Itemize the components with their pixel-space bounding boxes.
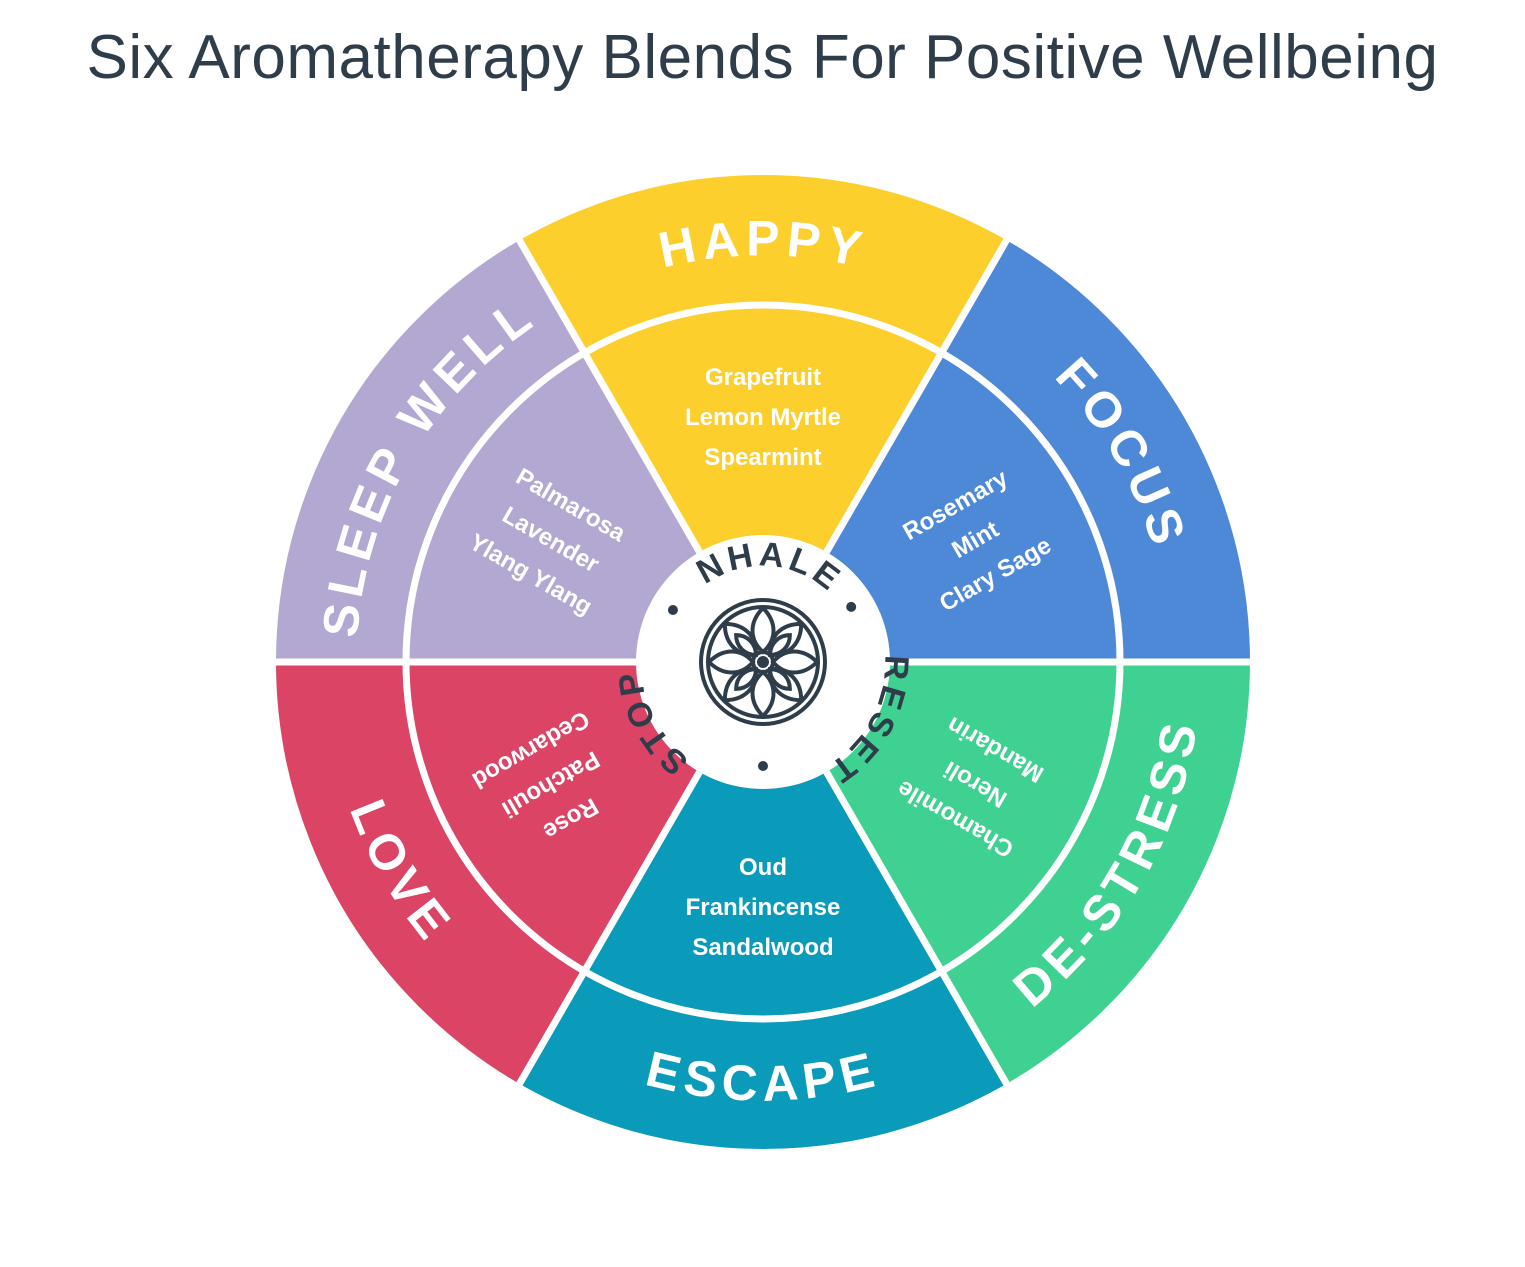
oil-name: Lemon Myrtle <box>685 404 841 431</box>
inner-divider <box>581 770 703 973</box>
outer-divider <box>938 235 1012 355</box>
ring-dividers <box>273 173 1253 1151</box>
outer-divider <box>938 969 1012 1089</box>
oil-name: Sandalwood <box>692 934 833 961</box>
oil-name: Oud <box>739 854 787 881</box>
outer-segment-sleep-well <box>275 239 585 662</box>
inner-divider <box>823 770 945 973</box>
outer-divider <box>514 969 588 1089</box>
center-separator-dot <box>667 605 678 615</box>
outer-ring <box>275 174 1251 1150</box>
page-title: Six Aromatherapy Blends For Positive Wel… <box>86 23 1439 92</box>
outer-segment-happy <box>519 174 1007 353</box>
lotus-flower-icon <box>699 598 827 726</box>
inner-divider <box>581 351 703 554</box>
inner-segment-happy <box>584 304 942 662</box>
center-separator-dot <box>846 601 857 612</box>
oil-name: Grapefruit <box>705 364 821 391</box>
outer-segment-de-stress <box>941 662 1251 1085</box>
oil-name: Spearmint <box>704 444 821 471</box>
inner-divider <box>823 351 945 554</box>
oil-name: Frankincense <box>686 894 841 921</box>
inner-segment-escape <box>584 662 942 1019</box>
outer-divider <box>514 235 588 355</box>
outer-segment-escape <box>519 971 1007 1150</box>
outer-segment-love <box>275 662 585 1085</box>
center-separator-dot <box>758 761 768 771</box>
wheel-edge <box>274 173 1252 1151</box>
outer-segment-focus <box>941 239 1251 662</box>
